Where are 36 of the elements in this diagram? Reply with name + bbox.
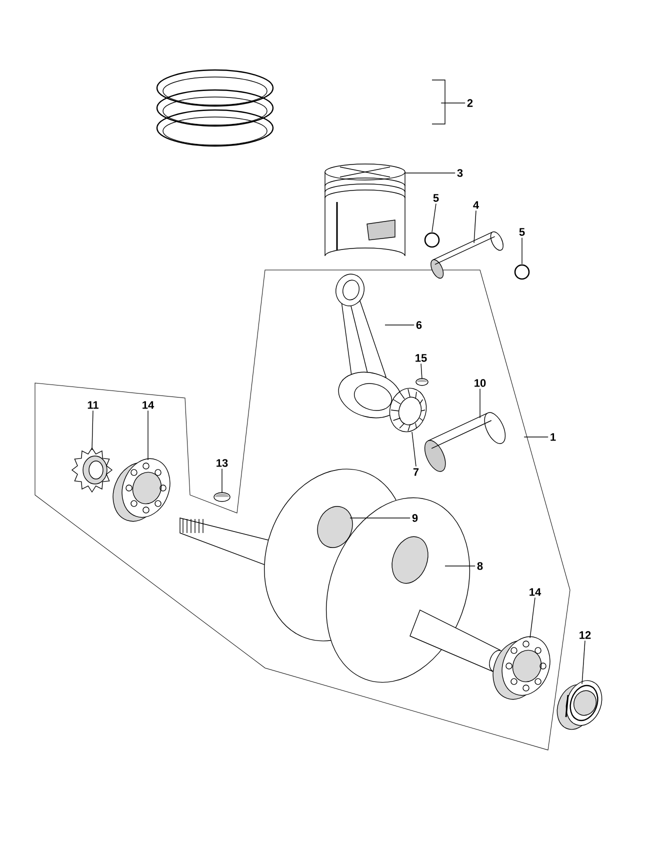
callout-number: 4 [473,201,479,209]
leader-line [440,102,466,104]
leader-line [474,210,476,244]
callout-number: 5 [433,194,439,202]
callout-number: 11 [88,401,98,409]
piston-drawing [324,164,406,256]
leader-line [384,324,414,326]
oil-seal-drawing [556,680,602,730]
callout-number: 2 [467,99,473,107]
ball-bearing-drawing [492,636,550,700]
leader-line [92,410,94,450]
leader-line [420,363,422,380]
piston-pin-drawing [430,231,504,279]
callout-number: 13 [216,459,228,467]
leader-line [412,432,416,467]
connecting-rod-drawing [336,274,402,418]
circlip [424,232,440,248]
callout-number: 5 [519,228,525,236]
callout-number: 10 [474,379,486,387]
callout-number: 14 [530,588,542,596]
callout-number: 12 [580,631,591,639]
leader-line [524,436,548,438]
leader-line [530,597,536,638]
circlip [514,264,530,280]
callout-number: 1 [550,433,556,441]
callout-number: 15 [416,354,427,362]
leader-line [432,203,436,232]
callout-number: 6 [416,321,422,329]
needle-bearing-drawing [389,388,427,432]
callout-number: 3 [457,169,463,177]
callout-number: 14 [142,401,154,409]
crank-pin-drawing [424,412,506,472]
leader-line [404,172,456,174]
ball-bearing-drawing [112,458,170,522]
leader-line [582,640,586,684]
key-drawing [416,378,428,386]
